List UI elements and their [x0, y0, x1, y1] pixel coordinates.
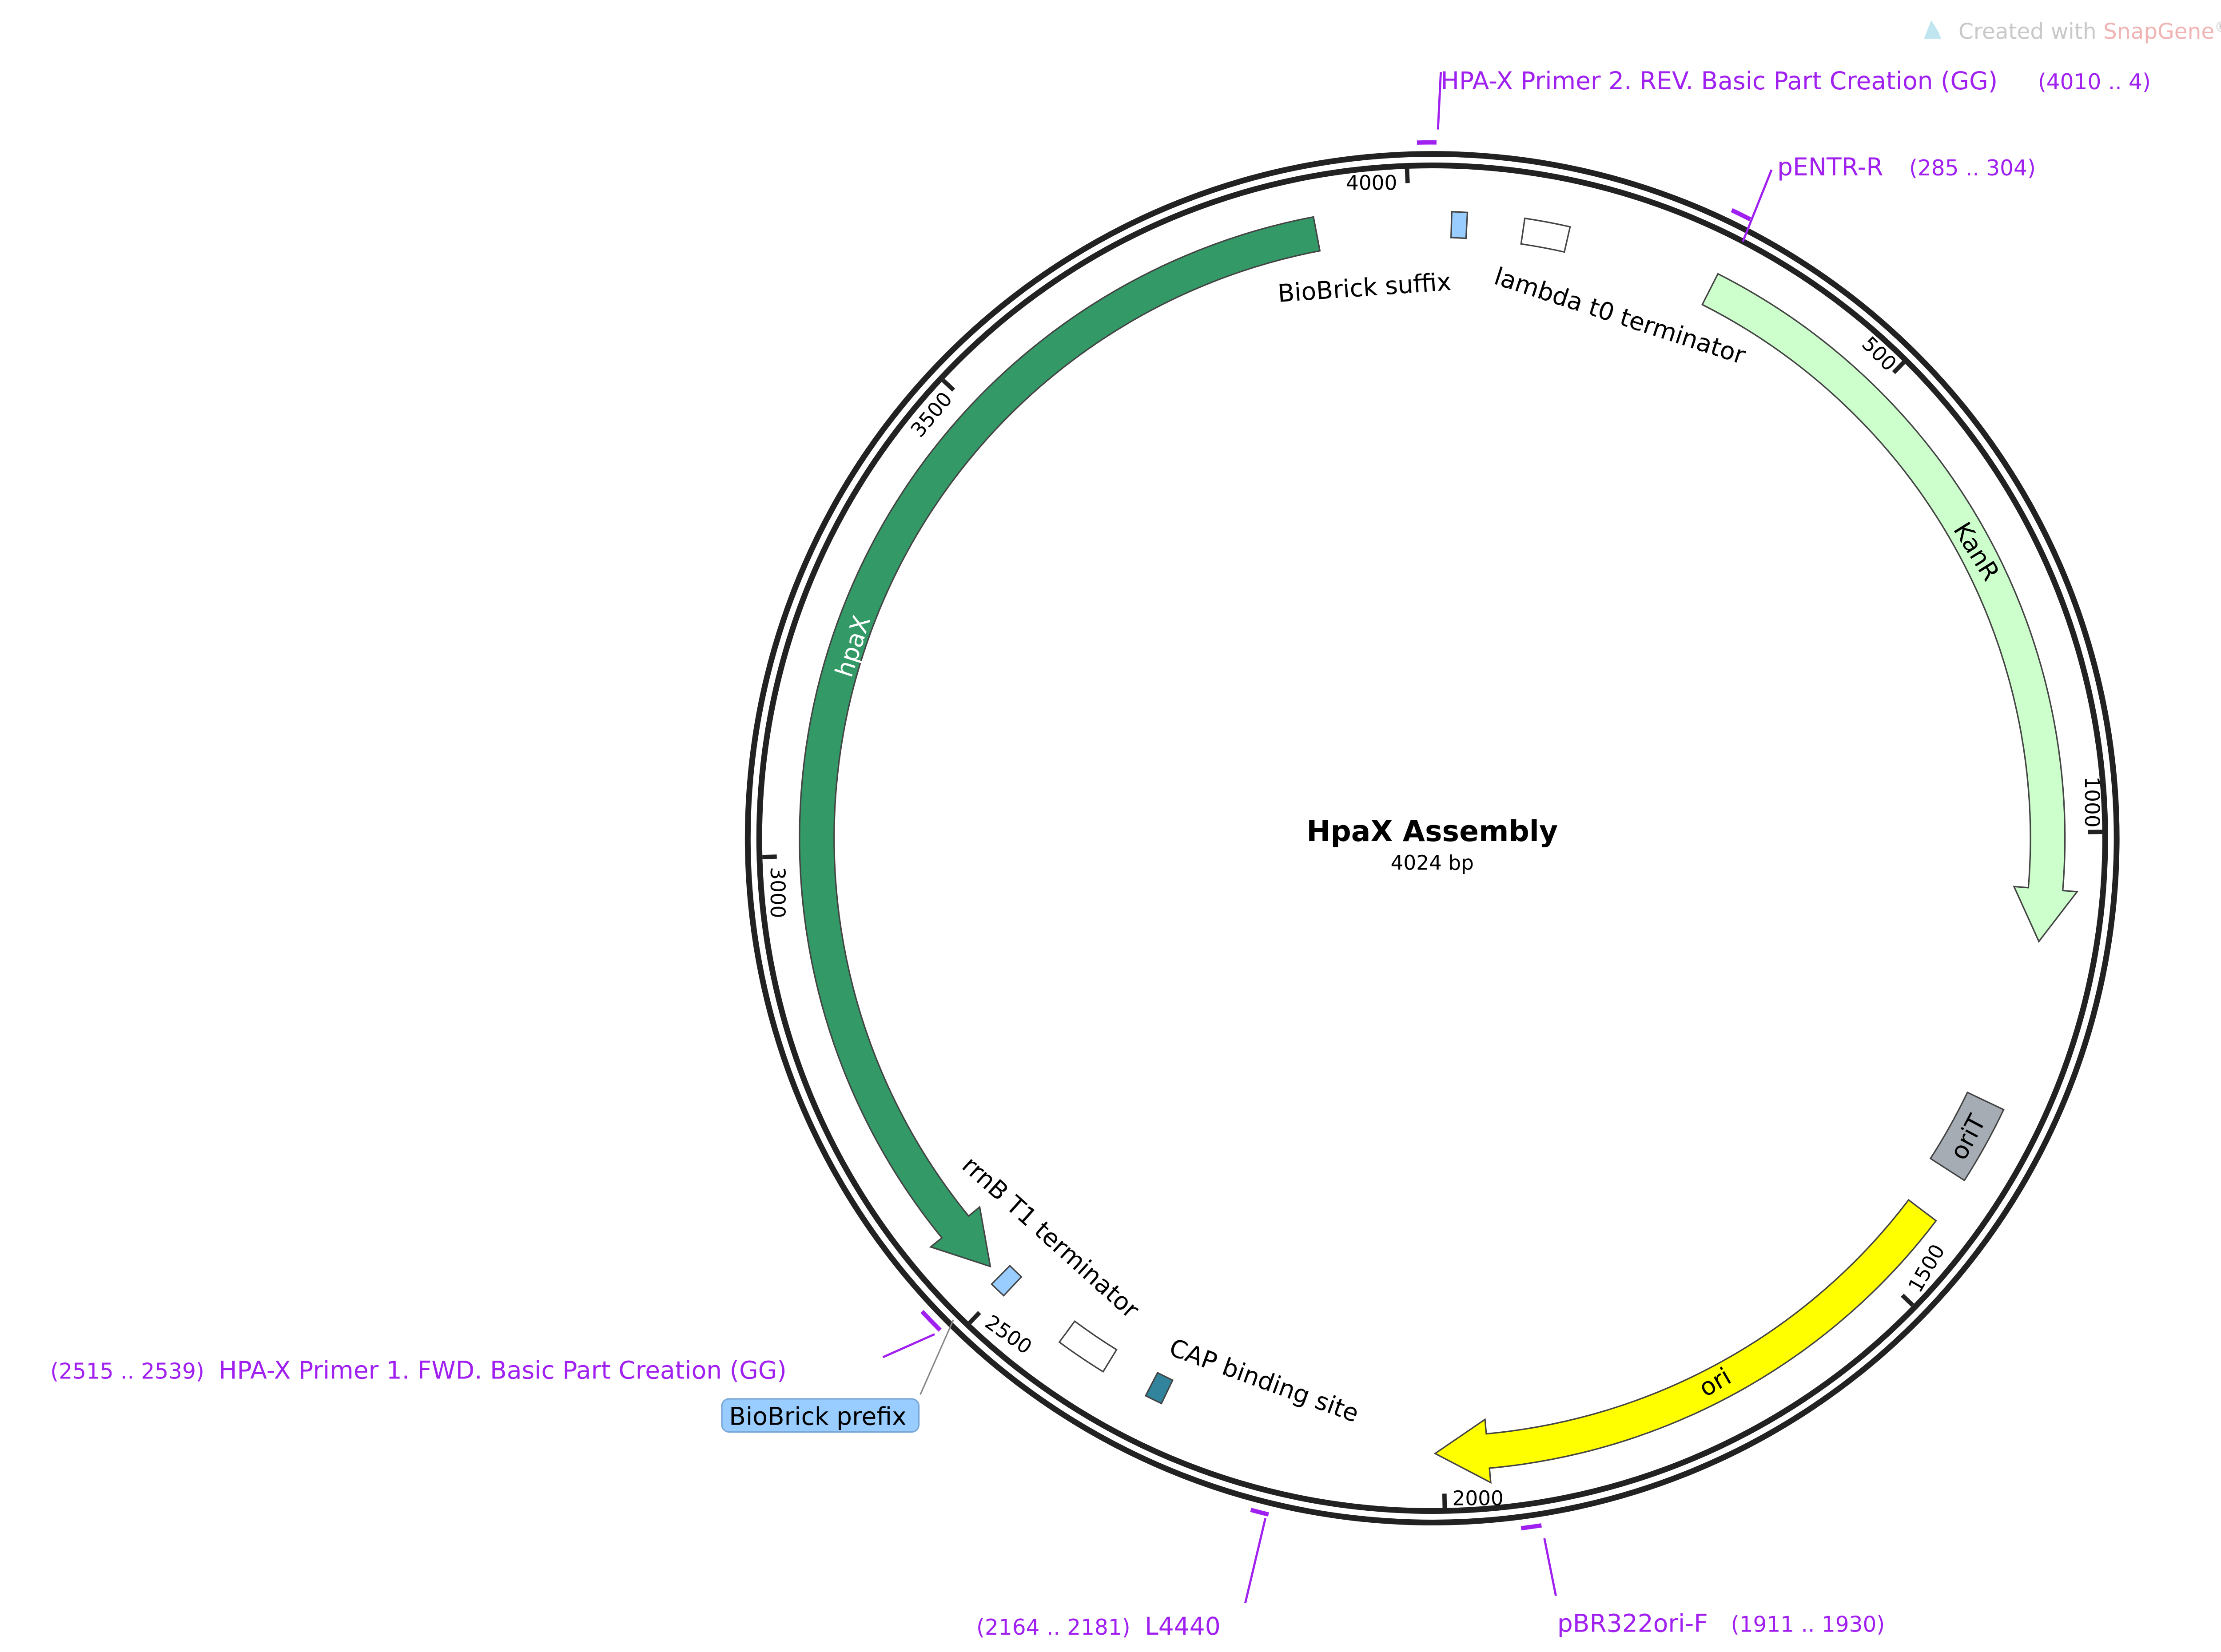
feature-ori: [1433, 1199, 1937, 1484]
primer-label-pbr322ori-f: pBR322ori-F (1911 .. 1930): [1557, 1609, 1885, 1637]
primer-leader-line: [1742, 169, 1773, 242]
tick-label-2000: 2000: [1453, 1487, 1504, 1510]
primer-name: pENTR-R: [1777, 153, 1883, 181]
feature-kanr: [1701, 273, 2079, 943]
tick-2500: [968, 1311, 981, 1325]
primer-name: pBR322ori-F: [1557, 1609, 1708, 1637]
primer-leader-line: [1244, 1518, 1267, 1604]
primer-range: (1911 .. 1930): [1731, 1612, 1885, 1637]
plasmid-name: HpaX Assembly: [1306, 815, 1558, 848]
plasmid-length: 4024 bp: [1391, 851, 1474, 875]
primer-mark: [1731, 208, 1751, 222]
tick-label-4000: 4000: [1346, 171, 1397, 195]
primer-range: (4010 .. 4): [2038, 70, 2151, 95]
label-biobrick-suffix: BioBrick suffix: [1277, 267, 1452, 308]
tick-label-3000: 3000: [766, 867, 789, 918]
tick-3500: [941, 378, 955, 392]
primer-label-hpax-rev: HPA-X Primer 2. REV. Basic Part Creation…: [1441, 67, 2151, 95]
feature-rrnb-t1-terminator: [1058, 1320, 1118, 1373]
watermark-prefix: Created with: [1958, 20, 2103, 44]
tick-label-1000: 1000: [2080, 776, 2104, 827]
primer-range: (285 .. 304): [1909, 156, 2036, 181]
label-lambda-t0-terminator: lambda t0 terminator: [1491, 262, 1749, 369]
primers: [882, 71, 1773, 1604]
primer-label-hpax-fwd: (2515 .. 2539) HPA-X Primer 1. FWD. Basic…: [50, 1356, 787, 1385]
watermark-brand: SnapGene: [2103, 20, 2214, 44]
tick-marks: [762, 168, 2102, 1508]
primer-name: L4440: [1145, 1612, 1221, 1640]
label-biobrick-prefix: BioBrick prefix: [721, 1319, 954, 1433]
feature-hpax: [799, 216, 1321, 1268]
primer-leader-line: [882, 1333, 935, 1358]
tick-500: [1892, 361, 1906, 374]
feature-orit: [1929, 1091, 2005, 1182]
primer-range: (2515 .. 2539): [50, 1359, 204, 1384]
primer-name: HPA-X Primer 1. FWD. Basic Part Creation…: [219, 1356, 786, 1385]
primer-range: (2164 .. 2181): [976, 1615, 1130, 1640]
feature-cap-binding-site: [1144, 1371, 1174, 1405]
primer-label-l4440: (2164 .. 2181) L4440: [976, 1612, 1221, 1640]
tick-label-2500: 2500: [981, 1310, 1036, 1359]
snapgene-watermark: Created with SnapGene®: [1924, 18, 2221, 44]
feature-biobrick-suffix: [1450, 211, 1469, 239]
tick-1500: [1901, 1294, 1915, 1307]
features: [799, 211, 2079, 1484]
feature-lambda-t0-terminator: [1520, 217, 1571, 253]
primer-label-pentr-r: pENTR-R (285 .. 304): [1777, 153, 2036, 181]
backbone-inner: [756, 163, 2108, 1514]
primer-leader-line: [1543, 1538, 1557, 1596]
backbone-outer: [744, 151, 2120, 1525]
label-biobrick-prefix-text: BioBrick prefix: [729, 1402, 906, 1430]
svg-text:Created with SnapGene®: Created with SnapGene®: [1958, 18, 2221, 44]
primer-name: HPA-X Primer 2. REV. Basic Part Creation…: [1441, 67, 1998, 95]
primer-leader-line: [1437, 71, 1442, 130]
watermark-suffix: ®: [2214, 18, 2221, 35]
label-cap-binding-site: CAP binding site: [1166, 1333, 1362, 1428]
primer-mark: [920, 1310, 942, 1332]
feature-biobrick-prefix: [991, 1264, 1023, 1297]
primer-mark: [1520, 1523, 1542, 1531]
snapgene-logo-icon: [1924, 20, 1942, 39]
primer-mark: [1250, 1508, 1269, 1517]
tick-4000: [1405, 168, 1410, 183]
